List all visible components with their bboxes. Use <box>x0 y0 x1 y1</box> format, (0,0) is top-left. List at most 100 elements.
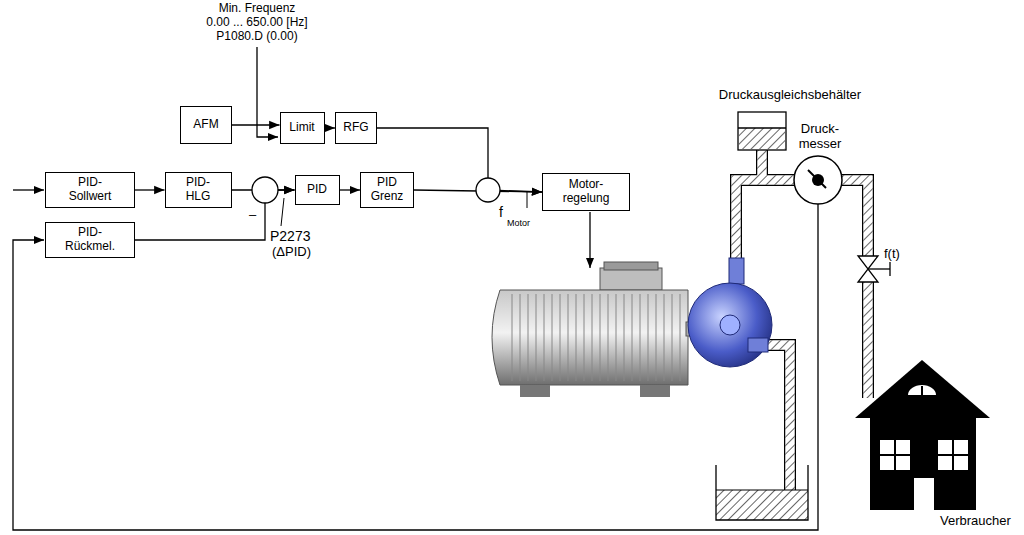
controller-block: PID <box>295 175 340 205</box>
centrifugal-pump <box>688 258 772 367</box>
annotation-label: f(t) <box>884 247 900 262</box>
annotation-label: 0.00 ... 650.00 [Hz] <box>206 16 307 30</box>
drawing-part <box>739 128 785 149</box>
drawing-part <box>855 360 990 418</box>
motor-fin <box>584 294 585 381</box>
block-label: RFG <box>343 121 368 135</box>
motor-fin <box>648 294 649 381</box>
motor-fin <box>568 294 569 381</box>
limit-block: Limit <box>280 112 325 144</box>
min-frequency-line <box>257 47 278 137</box>
motor-fin <box>632 294 633 381</box>
drawing-part <box>880 440 910 470</box>
block-label: Motor- regelung <box>551 178 621 206</box>
annotation-label: P2273 <box>270 228 310 244</box>
block-label: AFM <box>193 118 218 132</box>
annotation-label: Druck- messer <box>792 122 848 152</box>
motor-fin <box>624 294 625 381</box>
drawing-part <box>868 268 890 269</box>
input-line <box>13 189 44 190</box>
annotation-label: (ΔPID) <box>272 245 311 260</box>
motor-fin <box>616 294 617 381</box>
motor-fin <box>672 294 673 381</box>
drawing-part <box>738 112 786 150</box>
electric-motor <box>492 262 700 397</box>
signal-tick <box>527 191 528 208</box>
drawing-part <box>720 315 740 335</box>
motor-fin <box>528 294 529 381</box>
drawing-part <box>921 386 923 395</box>
drawing-part <box>808 170 826 188</box>
motor-fin <box>656 294 657 381</box>
function-block: AFM <box>180 106 232 144</box>
motor-fin <box>576 294 577 381</box>
block-label: Limit <box>289 121 314 135</box>
block-label: PID- HLG <box>176 176 220 204</box>
motor-fin <box>664 294 665 381</box>
motor-fin <box>544 294 545 381</box>
water-reservoir <box>716 465 808 520</box>
drawing-part <box>600 268 662 290</box>
block-label: PID Grenz <box>365 176 409 204</box>
annotation-label: Min. Frequenz <box>219 2 296 16</box>
drawing-part <box>914 478 934 510</box>
drawing-part <box>729 258 744 284</box>
drawing-part <box>716 465 808 520</box>
drawing-part <box>716 489 808 490</box>
consumer-house <box>855 360 990 510</box>
drawing-part <box>794 156 842 204</box>
annotation-label: f <box>499 204 503 220</box>
drawing-part <box>738 127 786 128</box>
drawing-part <box>716 490 808 520</box>
leader-line <box>281 198 284 226</box>
annotation-label: Verbraucher <box>940 514 1011 529</box>
block-label: PID <box>307 183 327 197</box>
motor-fin <box>680 294 681 381</box>
drawing-part <box>880 440 910 470</box>
feedback-line <box>13 204 818 530</box>
feedback-block: PID- Rückmel. <box>45 222 135 258</box>
control-block: Motor- regelung <box>542 173 630 211</box>
summing-junction <box>252 177 278 203</box>
drawing-part <box>870 412 976 510</box>
drawing-part <box>938 440 968 470</box>
signal-arrow <box>135 189 165 190</box>
drawing-part <box>748 338 768 352</box>
drawing-part <box>938 440 968 470</box>
motor-fin <box>560 294 561 381</box>
signal-arrow <box>232 124 280 125</box>
signal-arrow <box>325 127 336 128</box>
drawing-part <box>688 283 772 367</box>
drawing-part <box>889 262 890 276</box>
ramp-block: PID- HLG <box>165 172 232 208</box>
summing-junction <box>476 178 500 202</box>
ramp-block: RFG <box>335 112 377 144</box>
motor-fin <box>600 294 601 381</box>
block-label: PID- Sollwert <box>59 176 121 204</box>
drawing-part <box>512 294 680 381</box>
motor-fin <box>552 294 553 381</box>
annotation-label: Druckausgleichsbehälter <box>719 88 861 103</box>
motor-fin <box>608 294 609 381</box>
drawing-part <box>640 385 670 397</box>
motor-fin <box>592 294 593 381</box>
drawing-part <box>908 385 936 395</box>
annotation-label: Motor <box>507 218 530 228</box>
block-label: PID- Rückmel. <box>59 226 121 254</box>
signal-arrow <box>340 189 361 190</box>
drawing-part <box>604 262 658 270</box>
annotation-label: – <box>249 208 256 223</box>
setpoint-block: PID- Sollwert <box>45 172 135 208</box>
pressure-gauge <box>794 156 842 204</box>
motor-fin <box>512 294 513 381</box>
annotation-label: P1080.D (0.00) <box>216 30 297 44</box>
limit-block: PID Grenz <box>360 172 414 208</box>
pressure-tank <box>738 112 786 150</box>
drawing-part <box>492 290 688 385</box>
drawing-part <box>520 385 550 397</box>
control-arrow <box>589 212 590 268</box>
motor-fin <box>520 294 521 381</box>
